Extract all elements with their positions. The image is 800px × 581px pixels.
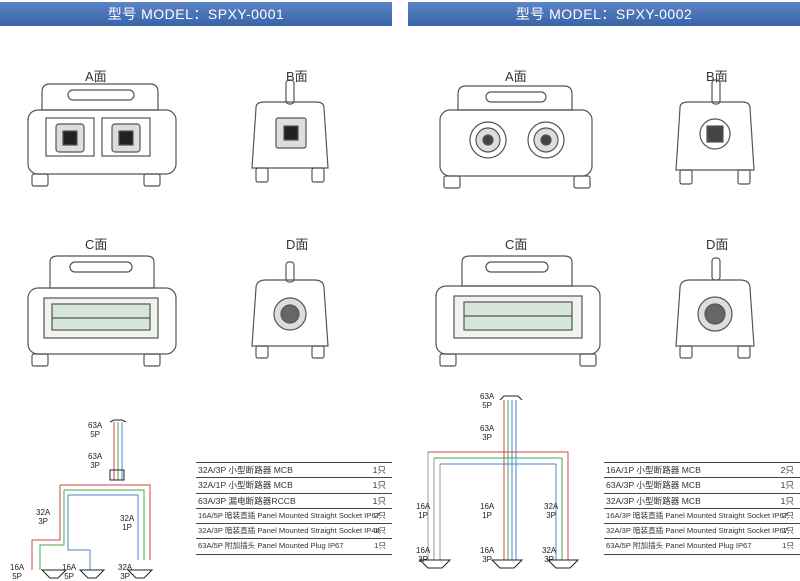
face-a-drawing — [27, 83, 177, 187]
face-c-label: C面 — [505, 237, 528, 252]
face-d-label: D面 — [706, 237, 729, 252]
face-a-label: A面 — [85, 69, 107, 84]
face-c-drawing — [27, 255, 177, 367]
parts-row: 32A/3P 暗装直插 Panel Mounted Straight Socke… — [196, 524, 392, 540]
face-d-label: D面 — [286, 237, 309, 252]
product-drawings — [418, 79, 755, 569]
model-panel-0001: 型号 MODEL：SPXY-0001 A面 B面 C面 D面 — [0, 0, 392, 581]
model-header: 型号 MODEL：SPXY-0001 — [0, 2, 392, 26]
face-a-drawing — [439, 85, 593, 189]
face-c-label: C面 — [85, 237, 108, 252]
parts-row: 16A/3P 暗装直插 Panel Mounted Straight Socke… — [604, 509, 800, 525]
model-header: 型号 MODEL：SPXY-0002 — [408, 2, 800, 26]
face-c-drawing — [435, 255, 601, 367]
parts-row: 32A/3P 暗装直插 Panel Mounted Straight Socke… — [604, 524, 800, 540]
parts-row: 16A/5P 暗装直插 Panel Mounted Straight Socke… — [196, 509, 392, 525]
product-drawings — [27, 79, 329, 579]
face-b-drawing — [251, 79, 329, 183]
face-b-drawing — [675, 79, 755, 185]
model-panel-0002: 型号 MODEL：SPXY-0002 A面 B面 C面 D面 — [408, 0, 800, 580]
wiring-diagram — [418, 395, 580, 569]
face-d-drawing — [251, 261, 329, 359]
face-d-drawing — [675, 257, 755, 359]
wiring-diagram — [31, 419, 154, 579]
face-a-label: A面 — [505, 69, 527, 84]
face-b-label: B面 — [706, 69, 728, 84]
